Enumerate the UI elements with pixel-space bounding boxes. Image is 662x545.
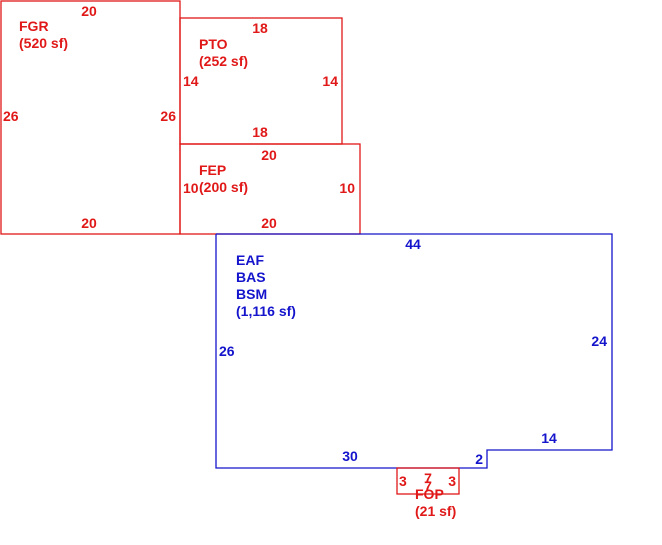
main-step-vertical-dimension: 2 bbox=[475, 451, 483, 467]
fop-left-dimension: 3 bbox=[399, 473, 407, 489]
main-top-dimension: 44 bbox=[405, 236, 421, 252]
fep-code-label: FEP bbox=[199, 162, 226, 178]
fgr-bottom-dimension: 20 bbox=[81, 215, 97, 231]
pto-area: PTO (252 sf) 18 18 14 14 bbox=[179, 17, 343, 145]
main-code-label-1: EAF bbox=[236, 252, 264, 268]
pto-code-label: PTO bbox=[199, 36, 228, 52]
main-step-horizontal-dimension: 14 bbox=[541, 430, 557, 446]
main-code-label-3: BSM bbox=[236, 286, 267, 302]
fep-bottom-dimension: 20 bbox=[261, 215, 277, 231]
main-left-dimension: 26 bbox=[219, 343, 235, 359]
fop-right-dimension: 3 bbox=[448, 473, 456, 489]
fep-left-dimension: 10 bbox=[183, 180, 199, 196]
fgr-right-dimension: 26 bbox=[160, 108, 176, 124]
fgr-top-dimension: 20 bbox=[81, 3, 97, 19]
fop-area: 7 3 3 7 FOP (21 sf) bbox=[396, 467, 460, 519]
main-outline bbox=[215, 233, 613, 469]
fop-area-label: (21 sf) bbox=[415, 503, 456, 519]
main-area-label: (1,116 sf) bbox=[236, 303, 296, 319]
fgr-code-label: FGR bbox=[19, 18, 49, 34]
fop-outline bbox=[396, 467, 460, 495]
fep-area: FEP (200 sf) 20 20 10 10 bbox=[179, 143, 361, 235]
main-bottom-dimension: 30 bbox=[342, 448, 358, 464]
fep-area-label: (200 sf) bbox=[199, 179, 248, 195]
fgr-area-label: (520 sf) bbox=[19, 35, 68, 51]
fgr-left-dimension: 26 bbox=[3, 108, 19, 124]
pto-bottom-dimension: 18 bbox=[252, 124, 268, 140]
fop-bottom-dimension: 7 bbox=[424, 478, 432, 494]
pto-top-dimension: 18 bbox=[252, 20, 268, 36]
main-right-dimension: 24 bbox=[591, 333, 607, 349]
pto-left-dimension: 14 bbox=[183, 73, 199, 89]
main-area: EAF BAS BSM (1,116 sf) 44 24 26 30 14 2 bbox=[215, 233, 613, 469]
fep-top-dimension: 20 bbox=[261, 147, 277, 163]
fop-code-label: FOP bbox=[415, 486, 444, 502]
main-code-label-2: BAS bbox=[236, 269, 266, 285]
fgr-area: FGR (520 sf) 20 20 26 26 bbox=[0, 0, 181, 235]
pto-right-dimension: 14 bbox=[322, 73, 338, 89]
fep-right-dimension: 10 bbox=[339, 180, 355, 196]
pto-area-label: (252 sf) bbox=[199, 53, 248, 69]
fop-top-dimension: 7 bbox=[424, 470, 432, 486]
